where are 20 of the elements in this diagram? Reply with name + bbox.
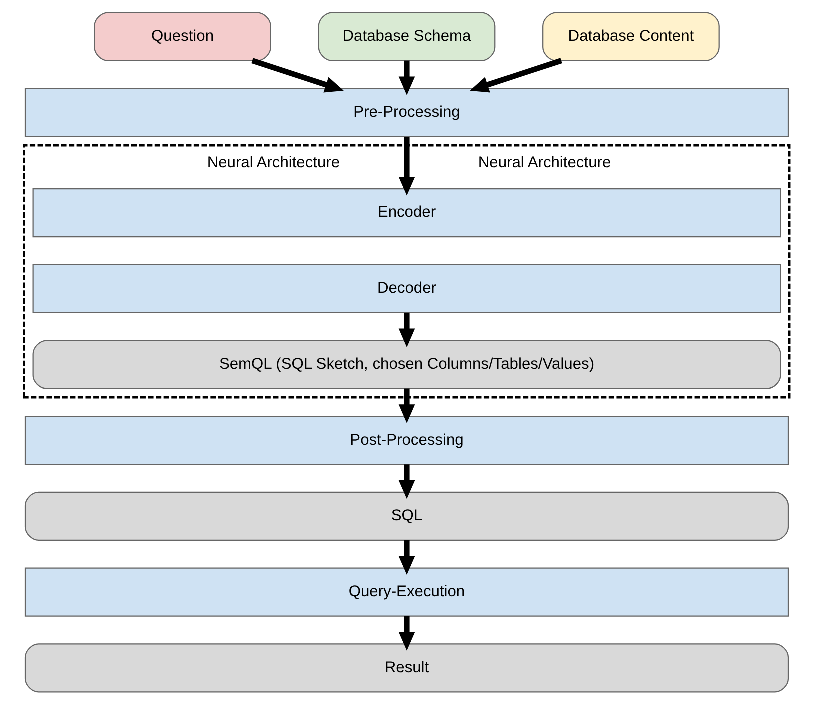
arrow bbox=[252, 58, 344, 93]
node-box: Database Schema bbox=[318, 12, 496, 62]
arrow bbox=[398, 312, 416, 348]
node-box: Database Content bbox=[542, 12, 720, 62]
arrow bbox=[398, 60, 416, 96]
node-box: Post-Processing bbox=[24, 416, 790, 466]
arrow bbox=[470, 58, 562, 93]
node-box: Query-Execution bbox=[24, 568, 790, 617]
arrow bbox=[398, 388, 416, 424]
arrow bbox=[398, 616, 416, 651]
node-box: Encoder bbox=[32, 188, 782, 238]
node-box: SemQL (SQL Sketch, chosen Columns/Tables/Values) bbox=[32, 340, 782, 390]
node-box: Decoder bbox=[32, 264, 782, 314]
node-box: Result bbox=[24, 644, 790, 693]
arrow bbox=[398, 464, 416, 500]
arrow bbox=[398, 540, 416, 576]
arrow bbox=[398, 137, 416, 196]
node-box: Pre-Processing bbox=[24, 88, 790, 138]
node-box: Question bbox=[94, 12, 272, 62]
node-box: SQL bbox=[24, 492, 790, 542]
